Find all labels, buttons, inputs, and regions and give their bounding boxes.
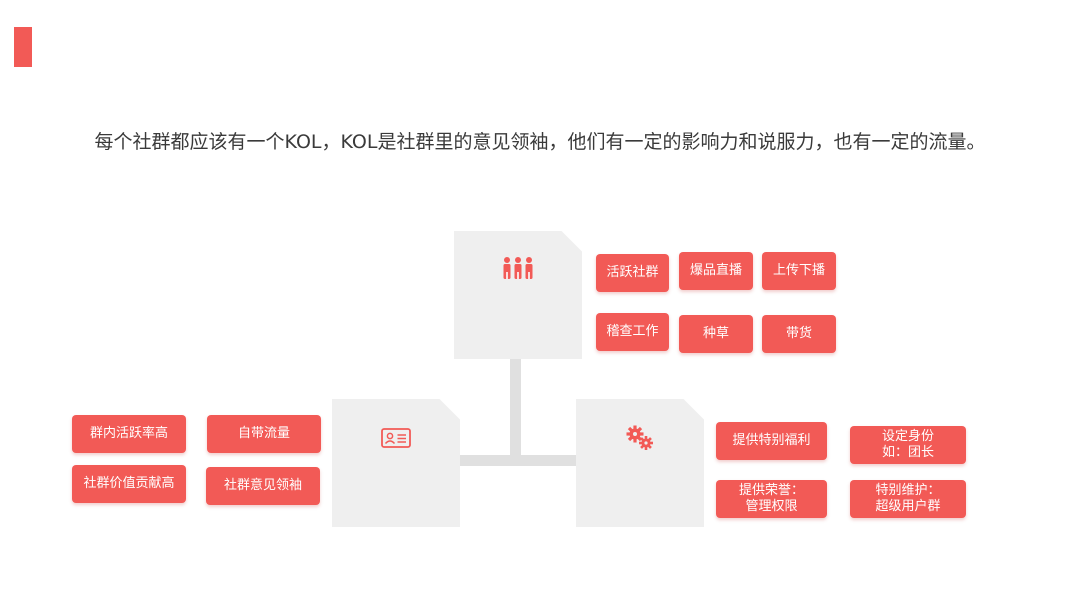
tag-honor-admin: 提供荣誉： 管理权限 xyxy=(716,480,827,518)
headline: 每个社群都应该有一个KOL，KOL是社群里的意见领袖，他们有一定的影响力和说服力… xyxy=(94,131,986,153)
card-top xyxy=(454,231,582,359)
tag-inspection-work: 稽查工作 xyxy=(596,313,669,351)
tag-sales: 带货 xyxy=(762,315,836,353)
tag-high-activity: 群内活跃率高 xyxy=(72,415,186,453)
tag-super-user-group: 特别维护： 超级用户群 xyxy=(850,480,966,518)
card-right xyxy=(576,399,704,527)
tag-special-benefits: 提供特别福利 xyxy=(716,422,827,460)
tag-own-traffic: 自带流量 xyxy=(207,415,321,453)
connector-horizontal xyxy=(460,455,578,466)
tag-set-identity: 设定身份 如：团长 xyxy=(850,426,966,464)
tag-seeding: 种草 xyxy=(679,315,753,353)
gears-icon xyxy=(623,423,657,453)
id-card-icon xyxy=(379,423,413,453)
tag-opinion-leader: 社群意见领袖 xyxy=(206,467,320,505)
tag-high-contribution: 社群价值贡献高 xyxy=(72,465,186,503)
tag-upload-download: 上传下播 xyxy=(762,252,836,290)
accent-bar xyxy=(14,27,32,67)
card-left xyxy=(332,399,460,527)
tag-hot-product-live: 爆品直播 xyxy=(679,252,753,290)
tag-active-community: 活跃社群 xyxy=(596,254,669,292)
connector-vertical xyxy=(510,358,521,464)
people-group-icon xyxy=(501,255,535,285)
